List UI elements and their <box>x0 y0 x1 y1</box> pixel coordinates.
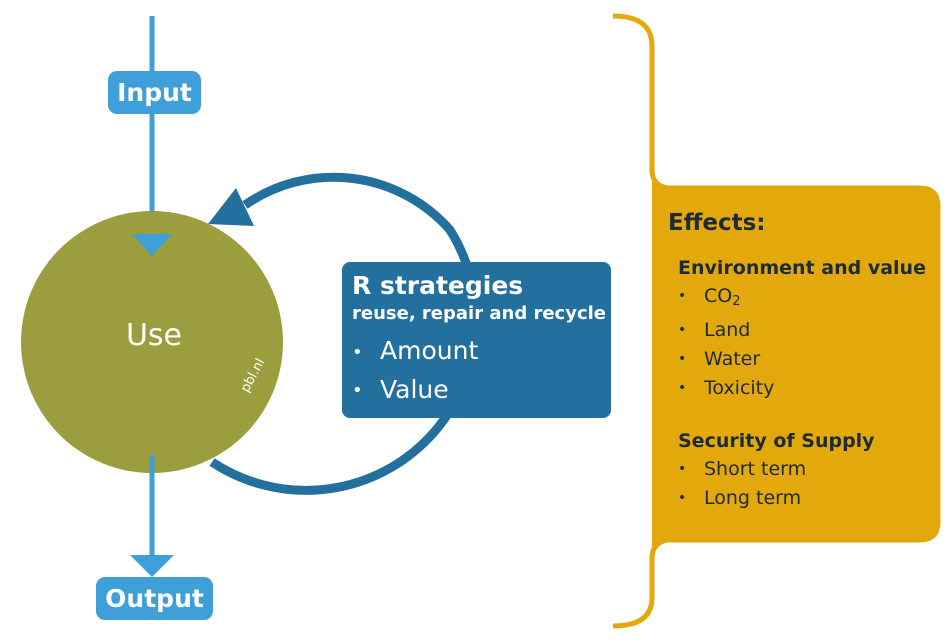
supply-group-title: Security of Supply <box>678 430 875 452</box>
r-strategy-item: Amount <box>380 336 479 365</box>
bullet-icon: • <box>678 322 687 338</box>
list-item: • Water <box>678 345 938 374</box>
list-item: • Value <box>352 371 611 410</box>
list-item: • CO2 <box>678 282 938 316</box>
list-item: • Land <box>678 316 938 345</box>
list-item: • Short term <box>678 455 938 484</box>
effect-item: Water <box>704 348 761 370</box>
recycle-loop-arrowhead <box>208 188 254 226</box>
effects-box <box>652 170 938 558</box>
effects-panel: Effects: Environment and value • CO2 • Lan… <box>668 210 938 537</box>
r-strategies-title: R strategies <box>352 271 524 300</box>
bullet-icon: • <box>678 490 687 506</box>
r-strategies-list: • Amount • Value <box>352 332 611 409</box>
effect-item: Long term <box>704 487 802 509</box>
list-item: • Long term <box>678 484 938 513</box>
effect-item: Short term <box>704 458 807 480</box>
effect-item: Toxicity <box>704 377 775 399</box>
environment-group-title: Environment and value <box>678 257 926 279</box>
effect-item-subscript: 2 <box>732 294 741 309</box>
input-label: Input <box>108 71 201 114</box>
bullet-icon: • <box>352 380 363 401</box>
r-strategy-item: Value <box>380 374 449 404</box>
list-item: • Amount <box>352 332 611 371</box>
output-label: Output <box>96 577 213 620</box>
supply-list: • Short term • Long term <box>678 455 938 513</box>
environment-list: • CO2 • Land • Water • Toxicity <box>678 282 938 403</box>
list-item: • Toxicity <box>678 374 938 403</box>
output-arrowhead <box>130 555 174 577</box>
bullet-icon: • <box>678 288 687 304</box>
effect-item: CO <box>704 285 733 307</box>
effects-heading: Effects: <box>668 210 766 236</box>
input-arrowhead <box>132 234 172 256</box>
r-strategies-box: R strategies reuse, repair and recycle •… <box>342 262 611 418</box>
bullet-icon: • <box>352 341 363 363</box>
r-strategies-subtitle: reuse, repair and recycle <box>352 303 607 324</box>
use-label: Use <box>125 318 183 353</box>
effect-item: Land <box>704 319 751 341</box>
bullet-icon: • <box>678 380 687 396</box>
bullet-icon: • <box>678 351 687 367</box>
use-circle <box>21 211 283 473</box>
bullet-icon: • <box>678 461 687 477</box>
